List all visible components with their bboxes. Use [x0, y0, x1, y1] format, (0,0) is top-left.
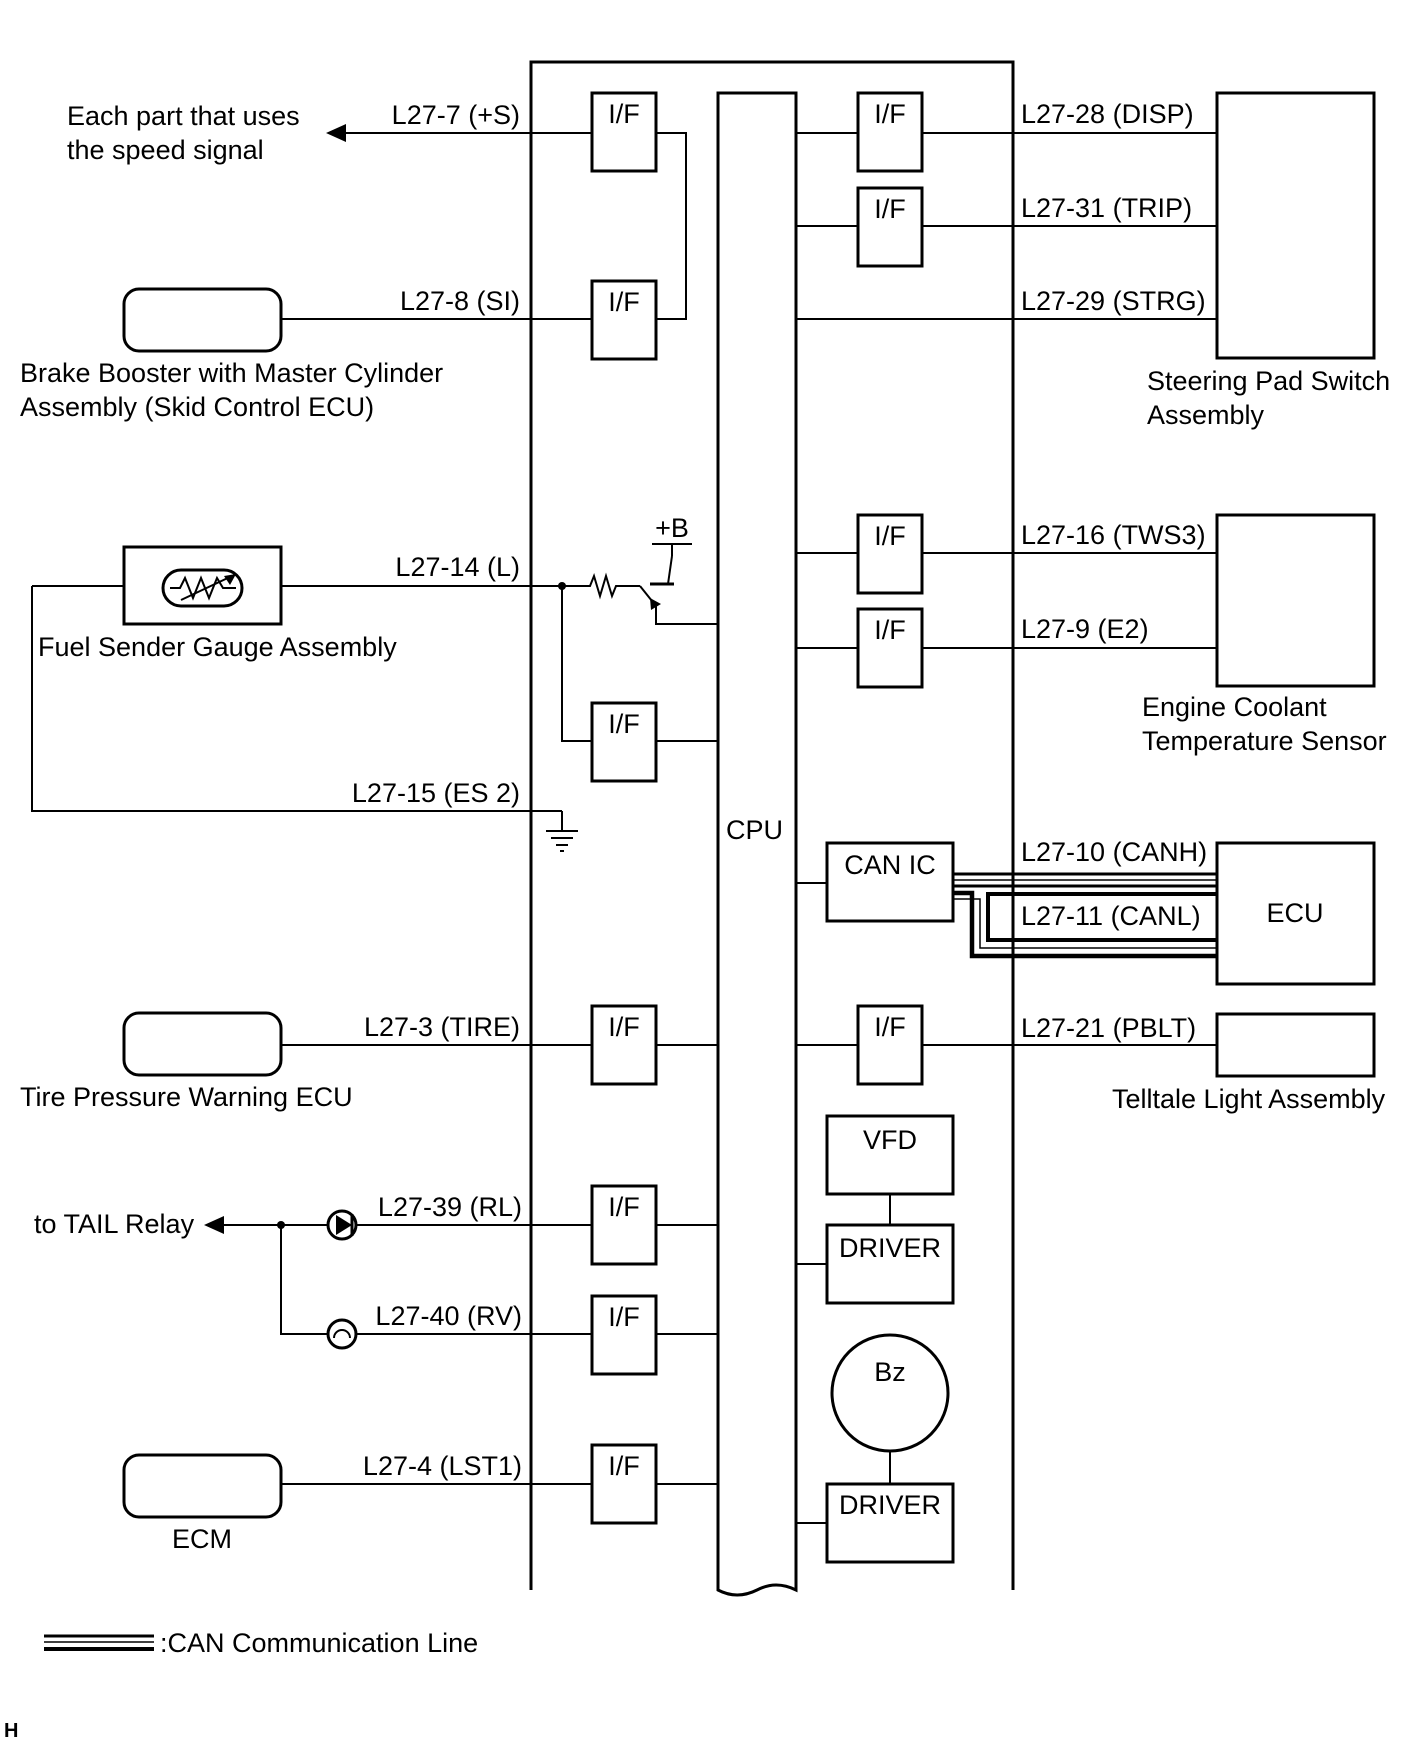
pin-label-trip: L27-31 (TRIP) [1021, 193, 1192, 223]
interface-label: I/F [874, 1012, 906, 1042]
brake-booster-label-line1: Brake Booster with Master Cylinder [20, 358, 443, 388]
interface-label: I/F [608, 287, 640, 317]
arrow-left-icon [326, 124, 346, 142]
buzzer-driver-box [825, 1482, 955, 1564]
speed-signal-user-line1: Each part that uses [67, 101, 300, 131]
pin-label-plus-s: L27-7 (+S) [392, 100, 520, 130]
circuit-can: CAN IC ECU L27-10 (CANH) L27-11 (CANL) [796, 837, 1376, 986]
arrow-left-icon [204, 1216, 224, 1234]
variable-resistor-icon [161, 568, 244, 608]
circuit-es2: L27-15 (ES 2) [31, 586, 578, 852]
steering-pad-switch-box [1215, 91, 1376, 360]
interface-block-e2 [856, 607, 924, 689]
pin-label-tws3: L27-16 (TWS3) [1021, 520, 1206, 550]
brake-booster-label-line2: Assembly (Skid Control ECU) [20, 392, 374, 422]
pin-label-l: L27-14 (L) [395, 552, 520, 582]
cpu-label: CPU [726, 815, 783, 845]
pin-label-si: L27-8 (SI) [400, 286, 520, 316]
interface-block-si [590, 279, 658, 361]
interface-label: I/F [874, 99, 906, 129]
pin-label-es2: L27-15 (ES 2) [352, 778, 520, 808]
pin-label-canh: L27-10 (CANH) [1021, 837, 1207, 867]
interface-label: I/F [874, 615, 906, 645]
pin-label-rv: L27-40 (RV) [375, 1301, 522, 1331]
fuel-sender-label: Fuel Sender Gauge Assembly [38, 632, 397, 662]
coolant-sensor-label-line2: Temperature Sensor [1142, 726, 1387, 756]
circuit-lst1: L27-4 (LST1) I/F ECM [122, 1443, 718, 1554]
ecm-label: ECM [172, 1524, 232, 1554]
tail-relay-label: to TAIL Relay [34, 1209, 195, 1239]
driver-label: DRIVER [839, 1233, 941, 1263]
pin-label-lst1: L27-4 (LST1) [363, 1451, 522, 1481]
resistor-icon [584, 572, 640, 600]
driver-label: DRIVER [839, 1490, 941, 1520]
interface-block-trip [856, 186, 924, 268]
steering-pad-label-line1: Steering Pad Switch [1147, 366, 1390, 396]
tire-pressure-ecu-box [122, 1011, 283, 1077]
interface-label: I/F [608, 1192, 640, 1222]
pin-label-rl: L27-39 (RL) [378, 1192, 522, 1222]
interface-label: I/F [608, 709, 640, 739]
telltale-light-label: Telltale Light Assembly [1112, 1084, 1386, 1114]
ecu-label: ECU [1266, 898, 1323, 928]
buzzer-driver-group: Bz DRIVER [796, 1333, 955, 1564]
pin-label-tire: L27-3 (TIRE) [364, 1012, 520, 1042]
pin-label-disp: L27-28 (DISP) [1021, 99, 1194, 129]
vfd-label: VFD [863, 1125, 917, 1155]
interface-label: I/F [874, 194, 906, 224]
pin-label-canl: L27-11 (CANL) [1021, 901, 1201, 931]
legend: :CAN Communication Line [44, 1628, 478, 1658]
telltale-light-box [1215, 1012, 1376, 1078]
circuit-speed-output: Each part that uses the speed signal L27… [67, 91, 658, 173]
interface-block-disp [856, 91, 924, 173]
circuit-fuel-sender: L27-14 (L) Fuel Sender Gauge Assembly +B… [32, 513, 718, 783]
interface-label: I/F [874, 521, 906, 551]
ecm-box [122, 1453, 283, 1519]
interface-label: I/F [608, 99, 640, 129]
indicator-lamp-icon [326, 1318, 358, 1350]
buzzer-label: Bz [874, 1357, 906, 1387]
pin-label-strg: L27-29 (STRG) [1021, 286, 1206, 316]
buzzer-icon [830, 1333, 950, 1453]
tire-pressure-ecu-label: Tire Pressure Warning ECU [20, 1082, 353, 1112]
interface-label: I/F [608, 1302, 640, 1332]
pin-label-e2: L27-9 (E2) [1021, 614, 1149, 644]
pin-label-pblt: L27-21 (PBLT) [1021, 1013, 1196, 1043]
cpu-block: CPU [716, 91, 798, 1597]
circuit-steering-pad: I/F L27-28 (DISP) I/F L27-31 (TRIP) L27-… [796, 91, 1390, 430]
meter-enclosure [529, 60, 1015, 1590]
interface-block-rl [590, 1184, 658, 1266]
interface-block-pblt [856, 1004, 924, 1086]
brake-booster-ecu-box [122, 287, 283, 353]
ecu-box [1215, 841, 1376, 986]
steering-pad-label-line2: Assembly [1147, 400, 1265, 430]
circuit-tail: to TAIL Relay L27-39 (RL) I/F L27-40 (RV… [34, 1184, 718, 1376]
vfd-driver-group: VFD DRIVER [796, 1114, 955, 1305]
can-ic-box [825, 841, 955, 923]
circuit-coolant-sensor: I/F L27-16 (TWS3) I/F L27-9 (E2) Engine … [796, 513, 1387, 756]
footer-mark: H [4, 1720, 18, 1742]
legend-can-line-label: :CAN Communication Line [160, 1628, 478, 1658]
interface-label: I/F [608, 1451, 640, 1481]
speed-loop-wire [656, 132, 687, 320]
coolant-sensor-label-line1: Engine Coolant [1142, 692, 1327, 722]
can-ic-label: CAN IC [844, 850, 936, 880]
circuit-tire: L27-3 (TIRE) I/F Tire Pressure Warning E… [20, 1004, 718, 1112]
circuit-pblt: I/F L27-21 (PBLT) Telltale Light Assembl… [796, 1004, 1386, 1114]
interface-block-l [590, 701, 658, 783]
speed-signal-user-line2: the speed signal [67, 135, 264, 165]
interface-label: I/F [608, 1012, 640, 1042]
transistor-icon [650, 598, 661, 610]
interface-block-tire [590, 1004, 658, 1086]
circuit-si: L27-8 (SI) I/F Brake Booster with Master… [20, 279, 658, 422]
coolant-sensor-box [1215, 513, 1376, 688]
interface-block-tws3 [856, 513, 924, 595]
plus-b-label: +B [655, 513, 689, 543]
